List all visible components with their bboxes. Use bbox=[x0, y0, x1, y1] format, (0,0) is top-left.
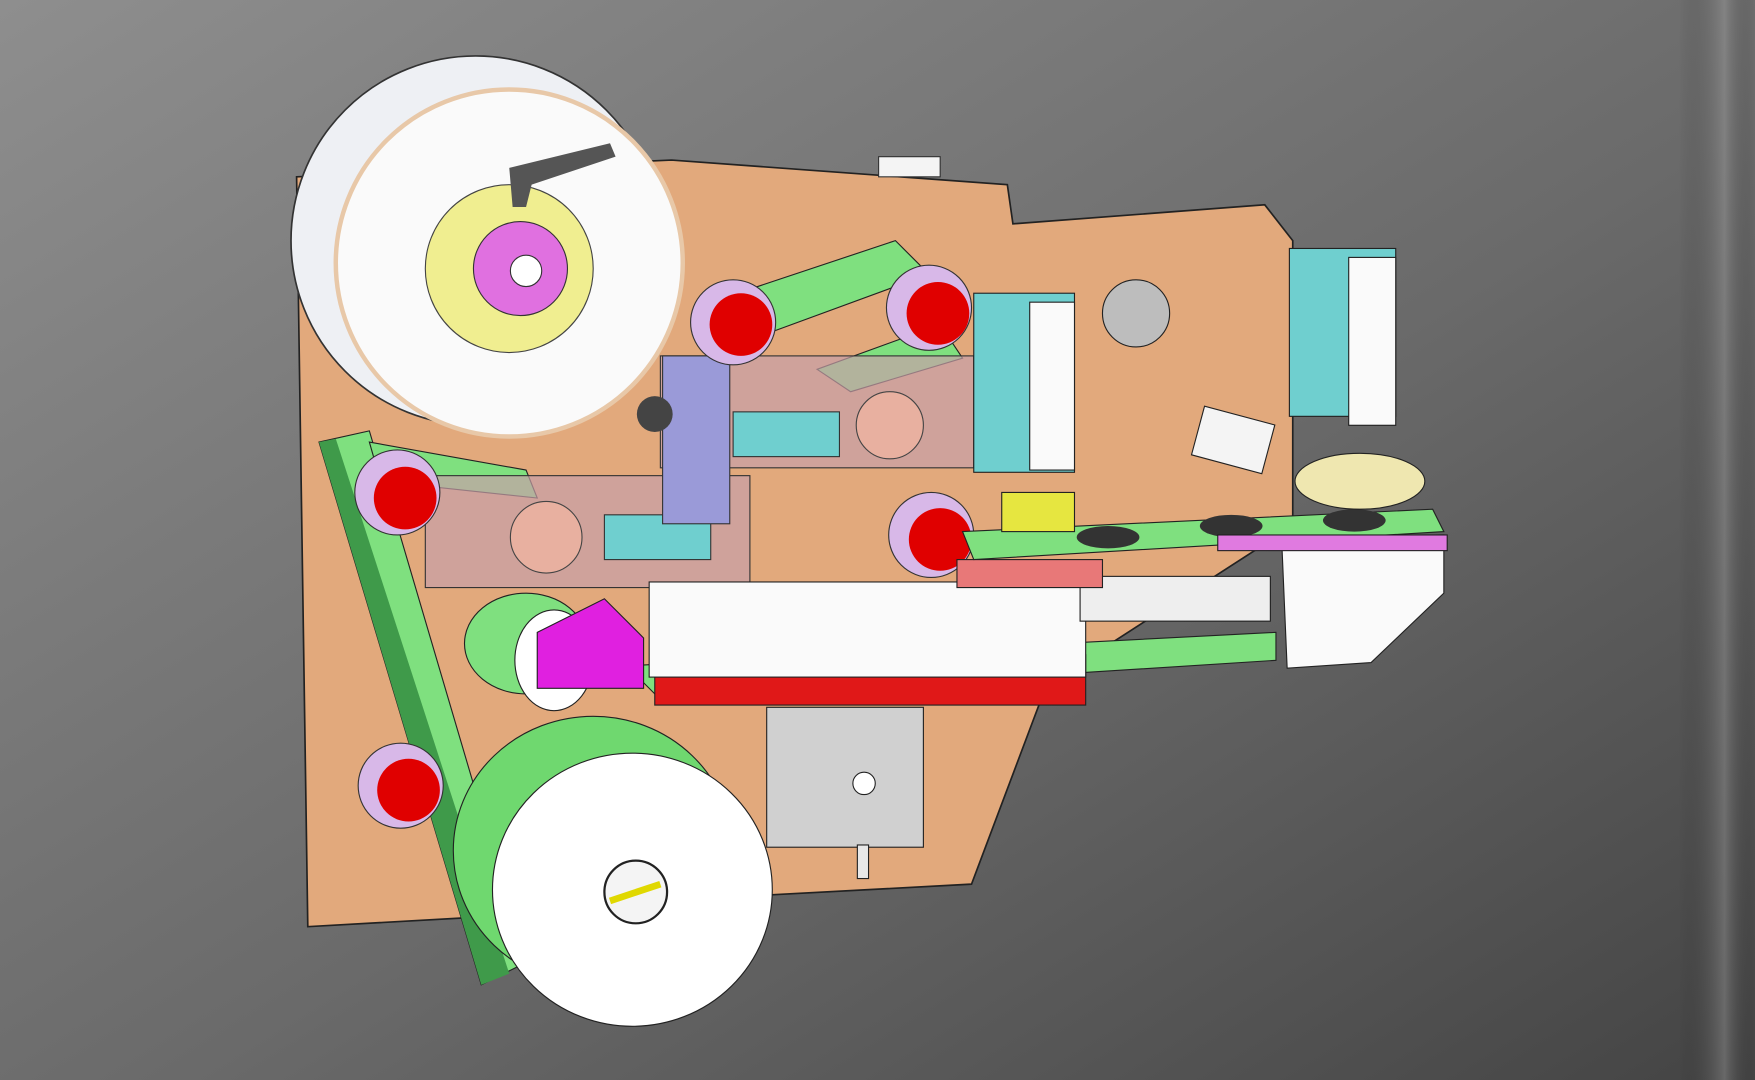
plate-hole bbox=[1101, 279, 1171, 348]
carriage-upper-block bbox=[732, 411, 841, 458]
bottom-reel-key bbox=[608, 880, 662, 905]
rollers bbox=[354, 264, 975, 829]
label-die bbox=[1322, 509, 1386, 532]
top-tab bbox=[878, 156, 941, 178]
carriage-upper-pulley bbox=[855, 391, 924, 460]
roller bbox=[709, 293, 773, 356]
stepper-motor bbox=[766, 706, 924, 848]
actuator-right-body bbox=[1348, 256, 1397, 426]
knob-icon[interactable] bbox=[636, 396, 673, 432]
slide-rod bbox=[1079, 575, 1271, 622]
cutter-blade bbox=[1190, 405, 1276, 475]
side-plate bbox=[662, 355, 731, 525]
background-edge-highlight bbox=[1678, 0, 1755, 1080]
magenta-bracket bbox=[536, 598, 645, 689]
right-bracket-top bbox=[1217, 534, 1448, 552]
roller bbox=[373, 466, 437, 530]
label-die bbox=[1076, 526, 1140, 549]
top-reel-shaft bbox=[509, 254, 543, 288]
label-die bbox=[1199, 514, 1263, 538]
roller bbox=[906, 282, 970, 345]
actuator-left-foot bbox=[1001, 491, 1076, 533]
slide-block bbox=[648, 581, 1087, 678]
tape-roll bbox=[1294, 452, 1426, 510]
roller bbox=[377, 758, 440, 822]
roller bbox=[908, 508, 972, 571]
actuator-left-body bbox=[1029, 301, 1076, 471]
motor-shaft-hub bbox=[852, 771, 876, 796]
motor-shaft bbox=[856, 844, 870, 880]
slide-pad bbox=[956, 559, 1104, 589]
carriage-lower-pulley bbox=[509, 500, 583, 574]
clamp-lever-icon bbox=[509, 143, 616, 208]
